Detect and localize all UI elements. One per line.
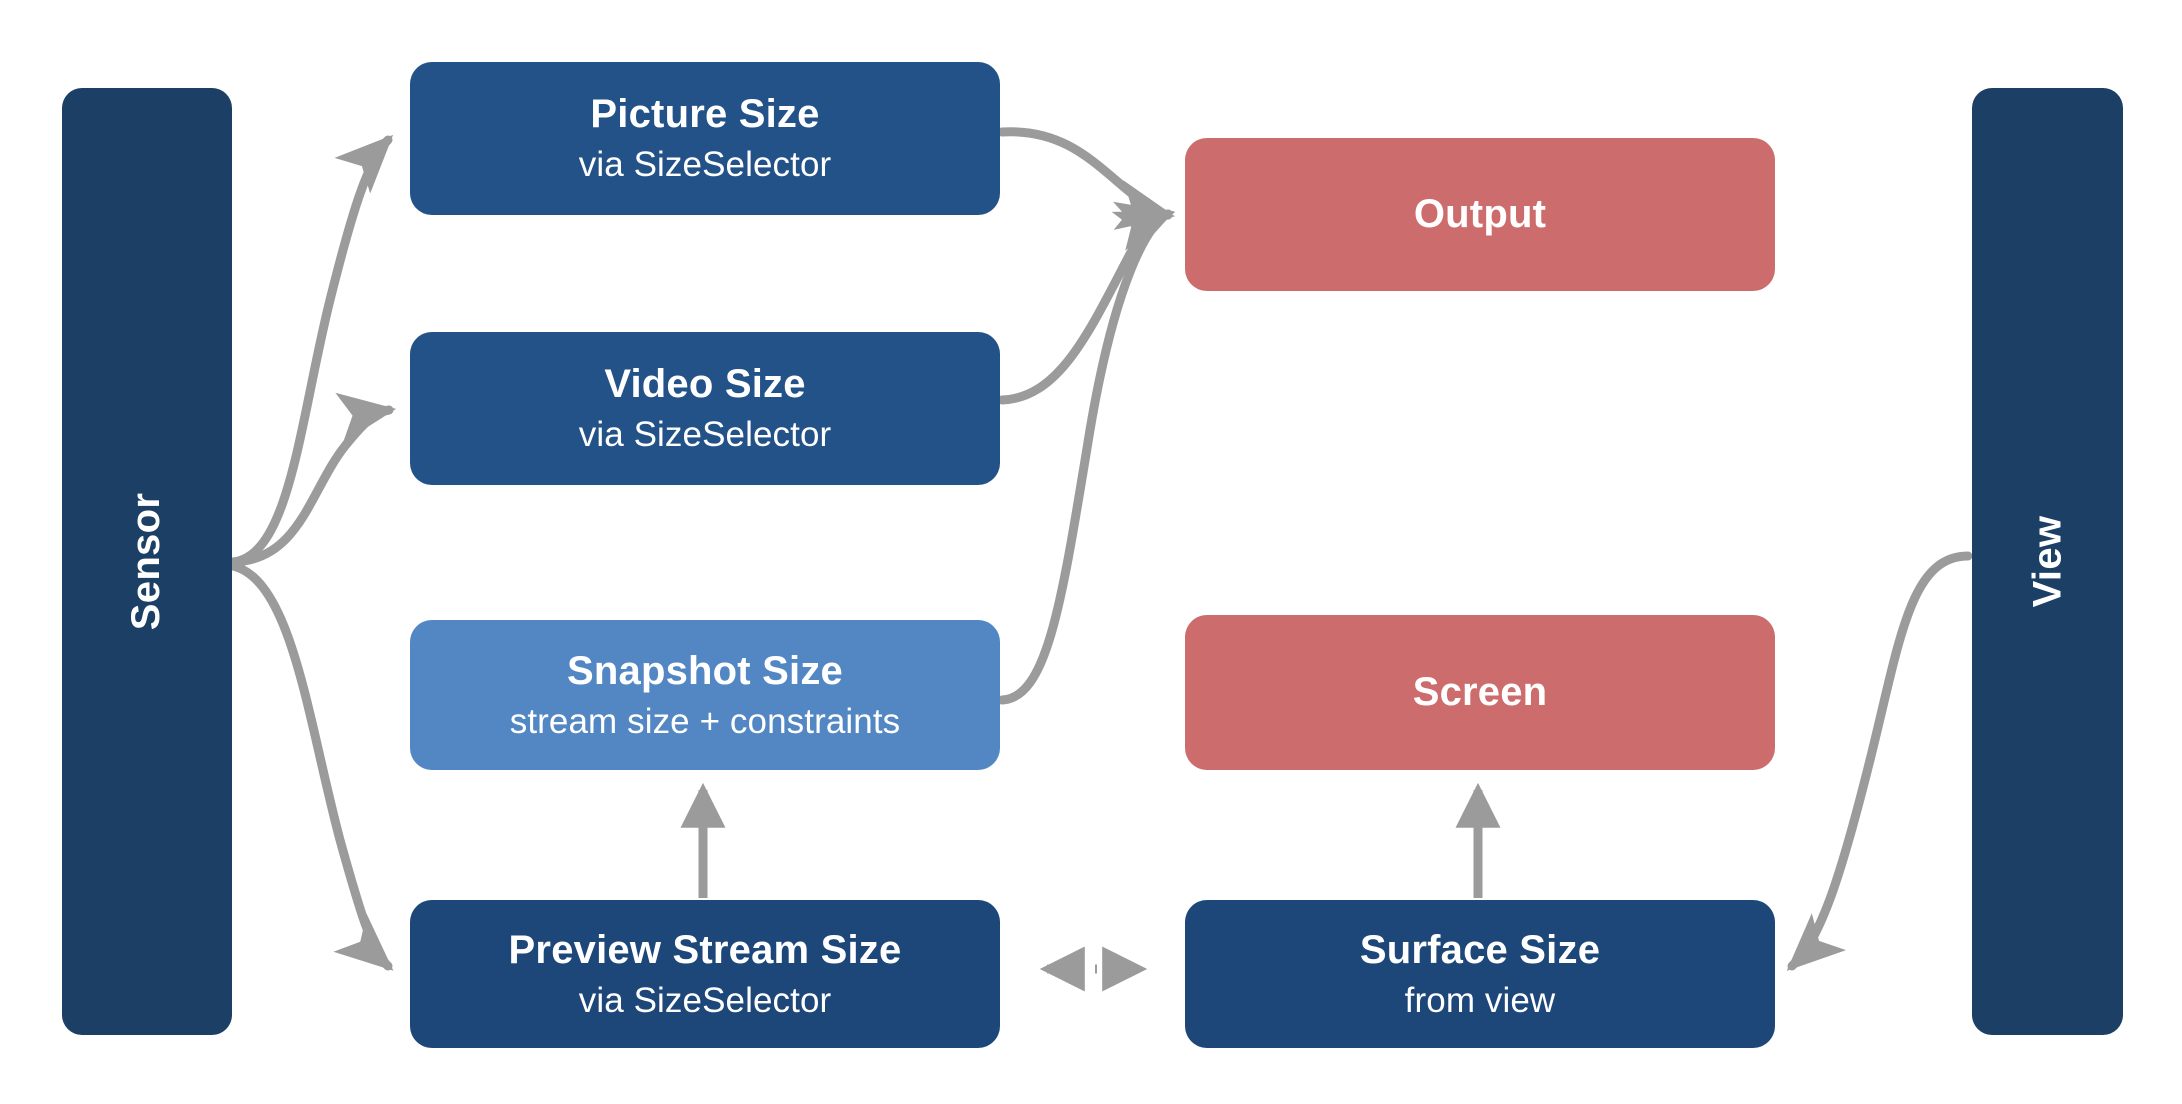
edge-snapshot-to-output [997,209,1175,705]
lane-sensor-label: Sensor [124,492,169,631]
edge-sensor-to-video [228,392,397,567]
node-snapshot-size-title: Snapshot Size [567,648,843,693]
node-screen-title: Screen [1412,669,1548,714]
node-preview-stream-size[interactable]: Preview Stream Size via SizeSelector [410,900,1000,1048]
lane-view[interactable]: View [1972,88,2123,1035]
node-video-size[interactable]: Video Size via SizeSelector [410,332,1000,485]
node-video-size-subtitle: via SizeSelector [578,415,832,455]
edge-view-to-surface [1786,551,1973,971]
node-picture-size-subtitle: via SizeSelector [578,145,832,185]
edge-sensor-to-picture [228,134,394,567]
node-surface-size-subtitle: from view [1404,980,1556,1020]
lane-view-label: View [2024,515,2069,608]
node-preview-stream-size-subtitle: via SizeSelector [578,980,832,1020]
edge-picture-to-output [997,127,1176,230]
node-picture-size-title: Picture Size [590,92,820,137]
node-output-title: Output [1413,191,1547,236]
node-output[interactable]: Output [1185,138,1775,291]
node-video-size-title: Video Size [604,362,806,407]
node-snapshot-size[interactable]: Snapshot Size stream size + constraints [410,620,1000,770]
edge-sensor-to-preview [228,561,394,971]
node-surface-size-title: Surface Size [1359,927,1601,972]
lane-sensor[interactable]: Sensor [62,88,232,1035]
edge-video-to-output [997,201,1175,405]
node-preview-stream-size-title: Preview Stream Size [508,927,902,972]
node-picture-size[interactable]: Picture Size via SizeSelector [410,62,1000,215]
node-surface-size[interactable]: Surface Size from view [1185,900,1775,1048]
node-snapshot-size-subtitle: stream size + constraints [509,701,901,741]
node-screen[interactable]: Screen [1185,615,1775,770]
